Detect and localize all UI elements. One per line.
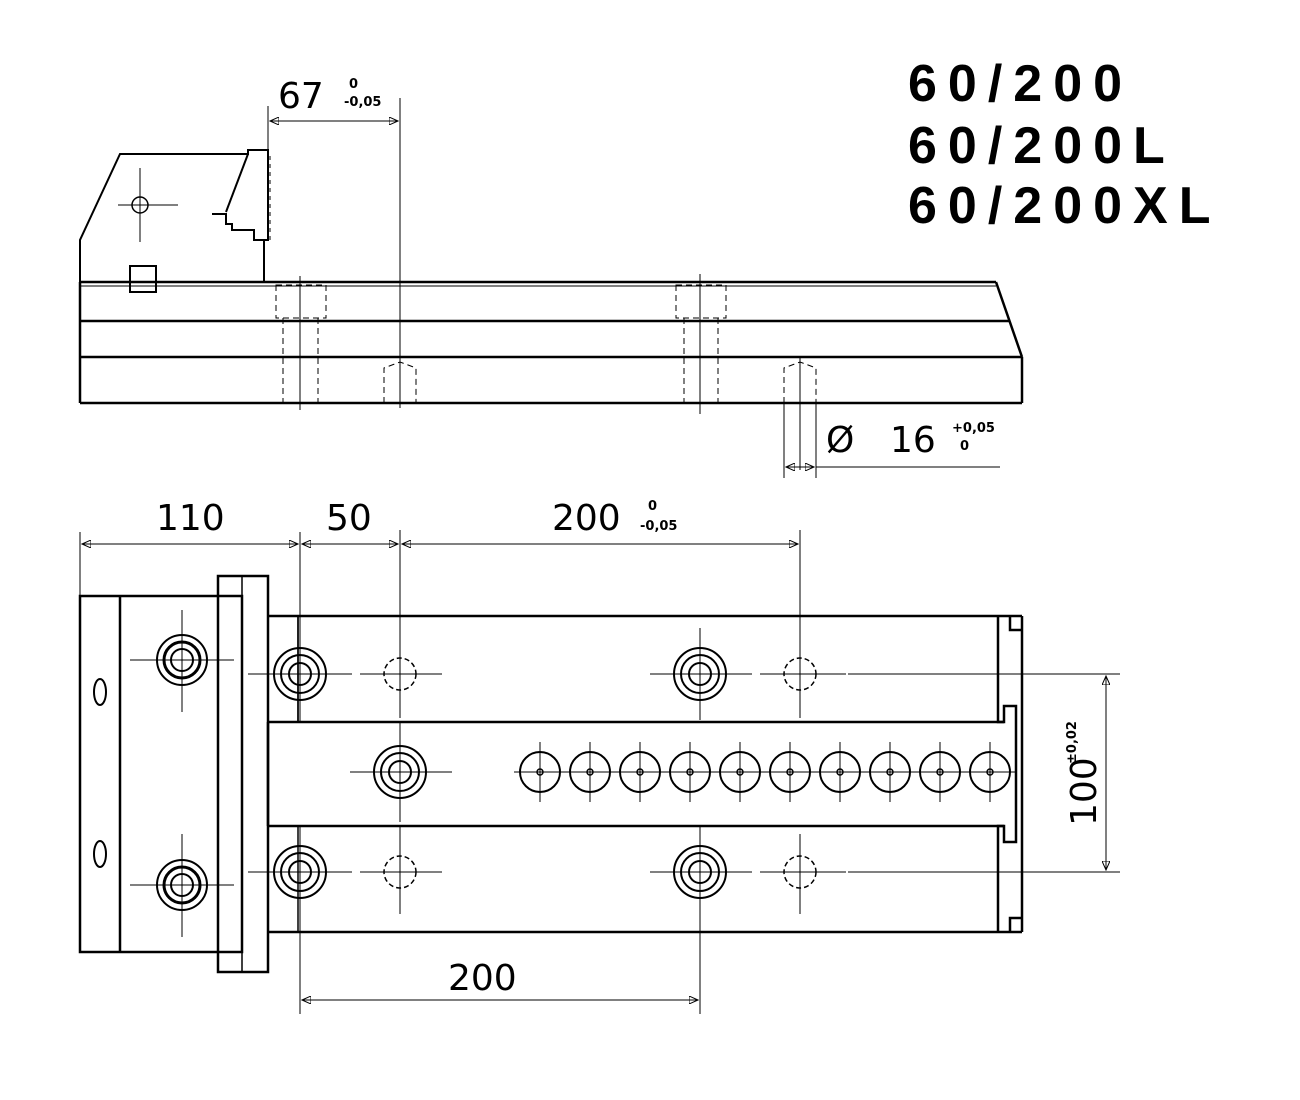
model-label-60-200l: 60/200L — [908, 117, 1176, 175]
dim-67-tol-lower: -0,05 — [344, 95, 381, 110]
dim-diameter-16 — [783, 356, 1000, 478]
dim-50-value: 50 — [326, 498, 372, 539]
dim-diameter-symbol: Ø — [826, 420, 854, 461]
pin-hole — [614, 742, 666, 802]
dim-100-value: 100 — [1064, 757, 1105, 826]
dim-110-value: 110 — [156, 498, 225, 539]
pin-hole — [864, 742, 916, 802]
dim-diameter-value: 16 — [890, 420, 936, 461]
dim-67 — [267, 98, 401, 408]
pin-hole-row — [514, 742, 1016, 802]
pin-hole — [714, 742, 766, 802]
dim-diameter-tol-upper: +0,05 — [952, 421, 995, 436]
pin-hole — [514, 742, 566, 802]
model-label-60-200: 60/200 — [908, 55, 1134, 113]
dim-100-tol: ±0,02 — [1065, 721, 1080, 764]
top-centerlines — [130, 610, 1120, 1014]
model-label-60-200xl: 60/200XL — [908, 177, 1222, 235]
pin-hole — [964, 742, 1016, 802]
dim-200-tol-lower: -0,05 — [640, 519, 677, 534]
pin-hole — [564, 742, 616, 802]
dim-lower-200-value: 200 — [448, 958, 517, 999]
side-rail-body — [78, 280, 1024, 405]
pin-hole — [814, 742, 866, 802]
pin-hole — [764, 742, 816, 802]
dim-diameter-tol-lower: 0 — [960, 439, 969, 454]
top-view: 110 50 200 0 -0,05 200 100 ±0,02 — [78, 498, 1120, 1014]
side-view: 67 0 -0,05 Ø 16 +0,05 0 — [78, 76, 1024, 478]
top-dimensions — [79, 530, 1106, 1000]
side-jaw-block — [79, 149, 271, 293]
dim-200-tol-upper: 0 — [648, 499, 657, 514]
pin-hole — [914, 742, 966, 802]
dim-67-tol-upper: 0 — [349, 77, 358, 92]
top-rails — [266, 614, 1024, 934]
side-hidden-holes — [275, 284, 817, 403]
dim-200-value: 200 — [552, 498, 621, 539]
pin-hole — [664, 742, 716, 802]
hidden-holes — [383, 657, 817, 889]
side-centerlines — [299, 274, 701, 414]
dim-67-value: 67 — [278, 76, 324, 117]
